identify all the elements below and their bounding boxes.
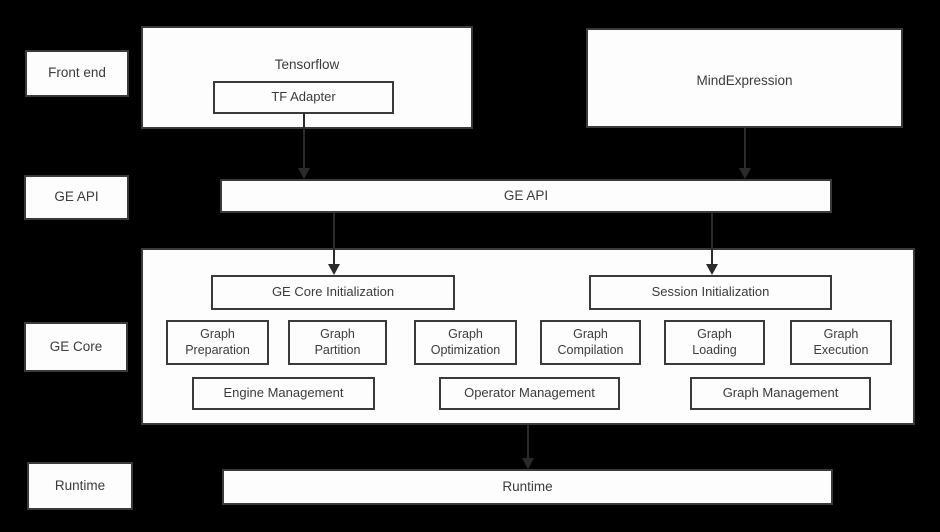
- stage-label-ge-core-text: GE Core: [49, 338, 103, 354]
- session-initialization-box: Session Initialization: [589, 275, 832, 310]
- tf-adapter-box: TF Adapter: [213, 81, 394, 114]
- ge-api-bar: GE API: [220, 179, 832, 213]
- ge-api-bar-label: GE API: [503, 187, 549, 203]
- graph-compilation-label: Graph Compilation: [557, 326, 624, 357]
- ge-core-initialization-label: GE Core Initialization: [271, 284, 395, 300]
- graph-optimization-label: Graph Optimization: [430, 326, 501, 357]
- operator-management-label: Operator Management: [464, 385, 595, 401]
- engine-management-label: Engine Management: [223, 385, 344, 401]
- stage-label-ge-api-text: GE API: [54, 189, 99, 205]
- stage-label-front-end: Front end: [25, 50, 129, 97]
- graph-management-label: Graph Management: [722, 385, 839, 401]
- arrow-shaft: [333, 213, 335, 264]
- stage-label-ge-api: GE API: [24, 175, 129, 220]
- mindexpression-title: MindExpression: [696, 73, 793, 88]
- graph-optimization-box: Graph Optimization: [414, 320, 517, 365]
- graph-preparation-box: Graph Preparation: [166, 320, 269, 365]
- arrow-head: [298, 168, 310, 179]
- graph-loading-label: Graph Loading: [692, 326, 737, 357]
- mindexpression-container: MindExpression: [586, 28, 903, 128]
- graph-partition-box: Graph Partition: [288, 320, 387, 365]
- stage-label-runtime: Runtime: [27, 462, 133, 510]
- graph-loading-box: Graph Loading: [664, 320, 765, 365]
- arrow-shaft: [744, 128, 746, 168]
- arrow-head: [328, 264, 340, 275]
- ge-core-initialization-box: GE Core Initialization: [211, 275, 455, 310]
- stage-label-runtime-text: Runtime: [54, 477, 106, 493]
- arrow-shaft: [711, 213, 713, 264]
- runtime-bar: Runtime: [222, 469, 833, 505]
- graph-compilation-box: Graph Compilation: [540, 320, 641, 365]
- graph-partition-label: Graph Partition: [314, 326, 361, 357]
- session-initialization-label: Session Initialization: [651, 284, 770, 300]
- operator-management-box: Operator Management: [439, 377, 620, 410]
- arrow-head: [739, 168, 751, 179]
- arrow-head: [706, 264, 718, 275]
- arrow-shaft: [303, 113, 305, 168]
- tf-adapter-label: TF Adapter: [271, 89, 336, 105]
- graph-execution-box: Graph Execution: [790, 320, 892, 365]
- graph-preparation-label: Graph Preparation: [185, 326, 250, 357]
- arrow-shaft: [527, 425, 529, 458]
- graph-execution-label: Graph Execution: [813, 326, 869, 357]
- arrow-head: [522, 458, 534, 469]
- engine-management-box: Engine Management: [192, 377, 375, 410]
- stage-label-front-end-text: Front end: [48, 65, 106, 81]
- tensorflow-title: Tensorflow: [274, 57, 340, 72]
- graph-management-box: Graph Management: [690, 377, 871, 410]
- stage-label-ge-core: GE Core: [24, 322, 128, 372]
- runtime-bar-label: Runtime: [502, 478, 553, 494]
